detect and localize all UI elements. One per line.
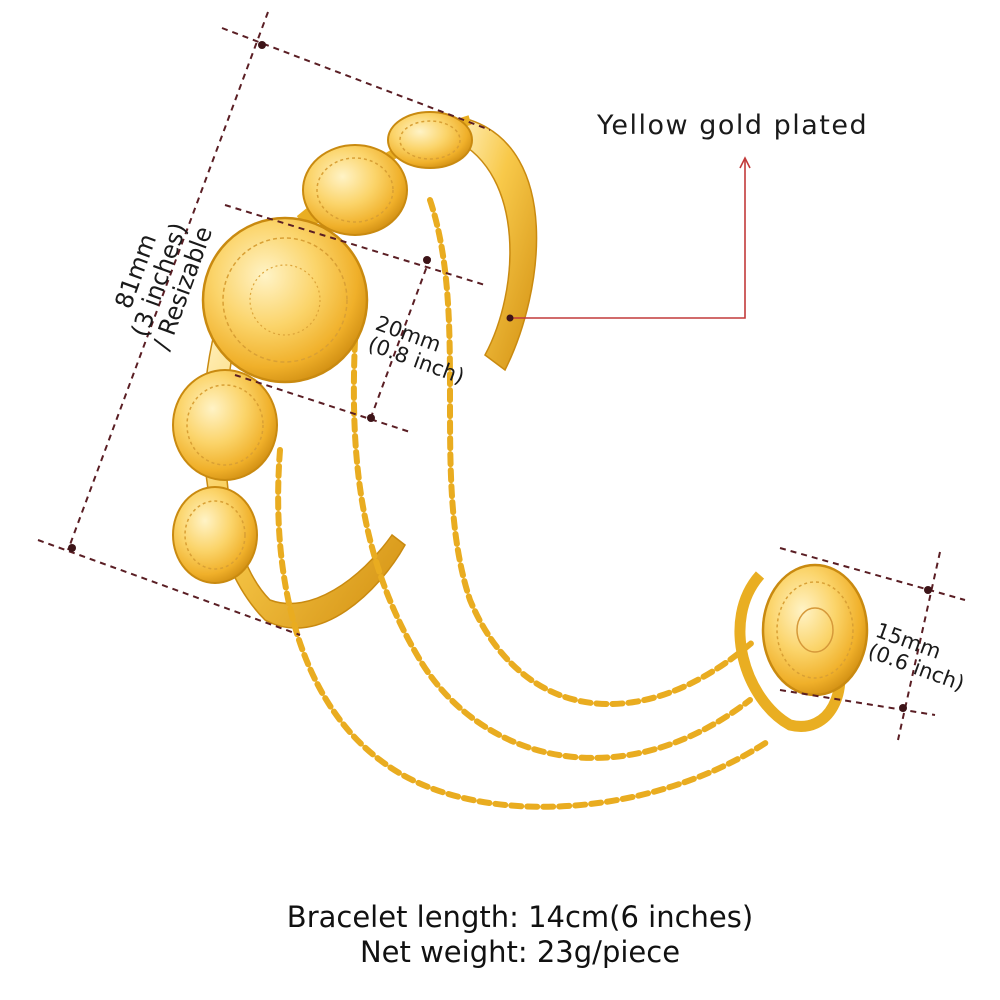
finish-callout-line xyxy=(506,156,751,322)
net-weight-text: Net weight: 23g/piece xyxy=(359,935,681,970)
dimension-dots xyxy=(68,41,932,712)
chains xyxy=(275,197,773,810)
bracelet-length-text: Bracelet length: 14cm(6 inches) xyxy=(286,900,754,934)
dimension-lines xyxy=(37,11,966,741)
ring xyxy=(734,563,869,732)
coins xyxy=(172,111,473,584)
product-specs: Bracelet length: 14cm(6 inches) Net weig… xyxy=(0,900,1000,971)
finish-label: Yellow gold plated xyxy=(597,110,869,141)
